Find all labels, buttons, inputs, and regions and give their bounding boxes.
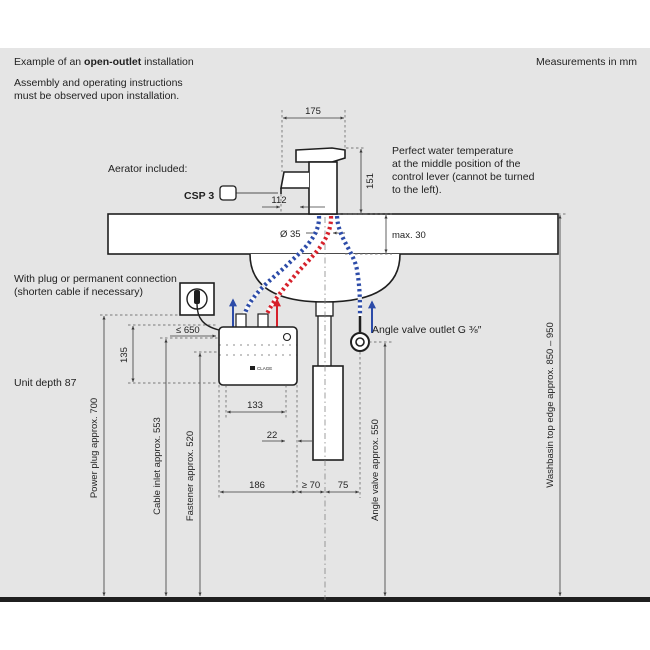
unit-brand-label: CLAGE	[257, 366, 272, 371]
cable-inlet-label: Cable inlet approx. 553	[152, 417, 163, 515]
angle-valve-label: Angle valve approx. 550	[370, 419, 381, 521]
dim-151-label: 151	[365, 173, 376, 189]
temp-note-line4: to the left).	[392, 184, 442, 196]
assembly-note-line2: must be observed upon installation.	[14, 90, 179, 102]
power-socket-icon	[179, 282, 220, 331]
example-title: Example of an open-outlet installation	[14, 56, 194, 68]
dim-22-label: 22	[267, 430, 278, 441]
fastener-label: Fastener approx. 520	[185, 431, 196, 521]
csp3-label: CSP 3	[184, 190, 214, 202]
temp-note-line2: at the middle position of the	[392, 158, 521, 170]
aerator-icon	[219, 185, 278, 201]
dim-133-label: 133	[247, 400, 263, 411]
dim-ge70-label: ≥ 70	[302, 480, 320, 491]
dim-le650-label: ≤ 650	[176, 325, 200, 336]
power-plug-label: Power plug approx. 700	[89, 398, 100, 498]
assembly-note-line1: Assembly and operating instructions	[14, 77, 183, 89]
plug-note-line1: With plug or permanent connection	[14, 273, 177, 285]
faucet	[280, 147, 346, 215]
washbasin-label: Washbasin top edge approx. 850 – 950	[545, 322, 556, 488]
dim-max30-label: max. 30	[392, 230, 426, 241]
dim-186-label: 186	[249, 480, 265, 491]
siphon-body	[312, 365, 344, 461]
dim-135-label: 135	[119, 347, 130, 363]
dim-175-label: 175	[305, 106, 321, 117]
dim-112-label: 112	[271, 195, 286, 206]
temp-note-line3: control lever (cannot be turned	[392, 171, 535, 183]
aerator-label: Aerator included:	[108, 163, 187, 175]
dim-75-label: 75	[338, 480, 349, 491]
measurements-note: Measurements in mm	[536, 56, 637, 68]
angle-valve-outlet-label: Angle valve outlet G ⅜″	[372, 324, 482, 336]
drain-neck	[315, 301, 334, 317]
temp-note-line1: Perfect water temperature	[392, 145, 514, 157]
dim-35-label: Ø 35	[280, 229, 301, 240]
unit-depth-label: Unit depth 87	[14, 377, 77, 389]
heater-unit	[218, 313, 298, 386]
plug-note-line2: (shorten cable if necessary)	[14, 286, 143, 298]
drain-pipe	[317, 315, 332, 369]
